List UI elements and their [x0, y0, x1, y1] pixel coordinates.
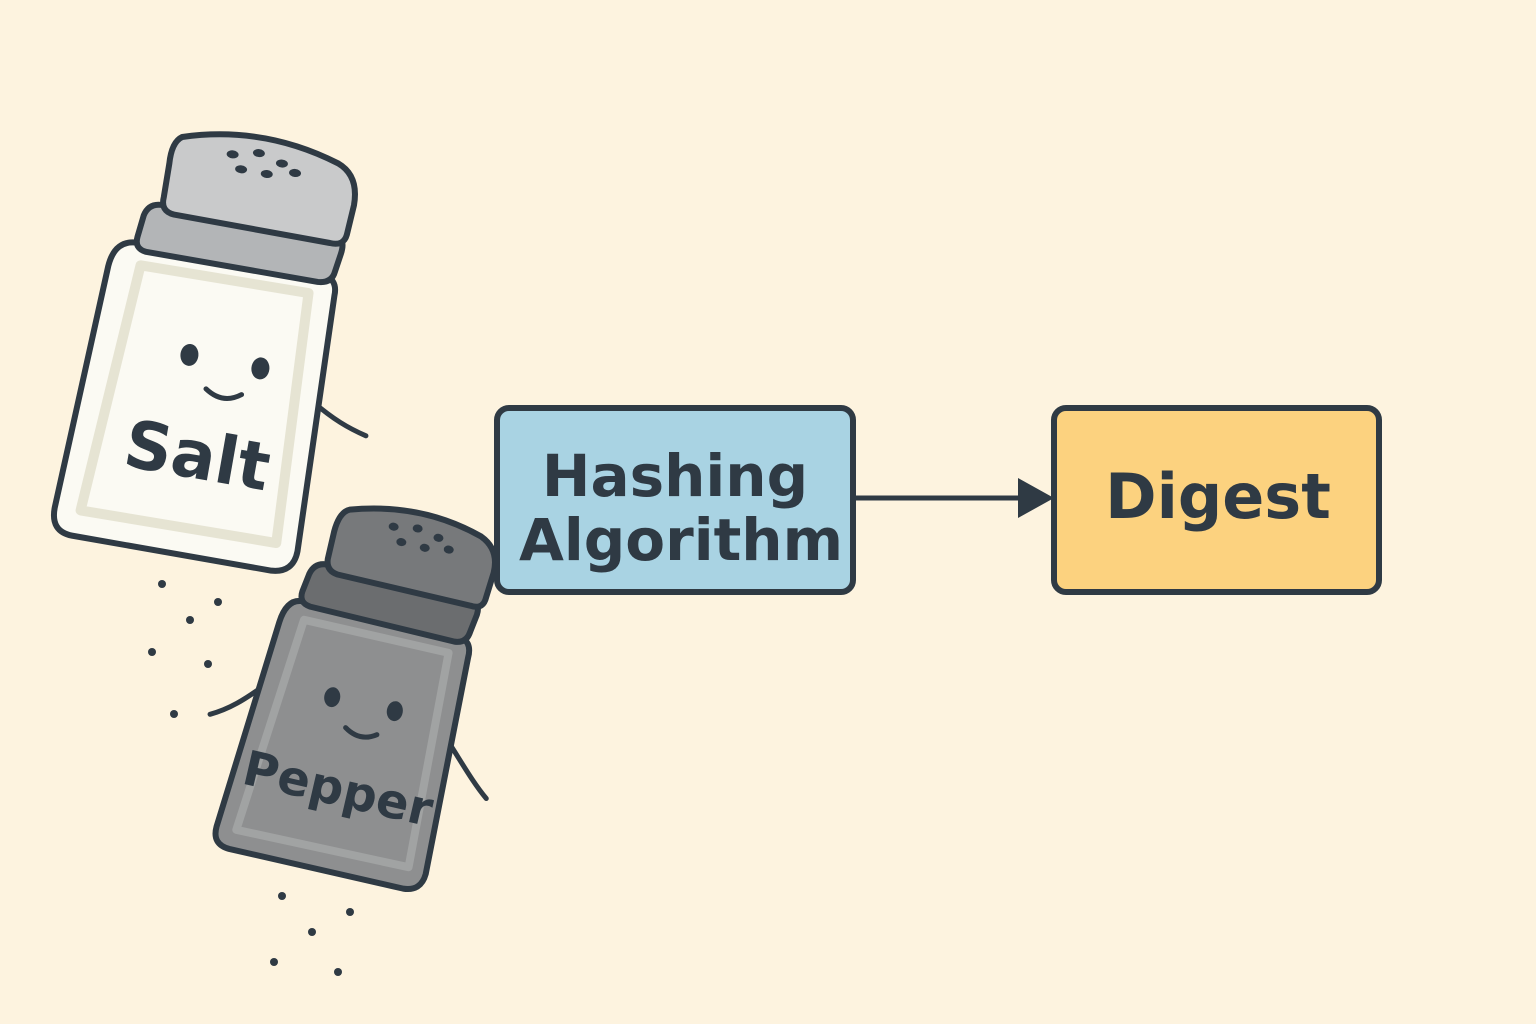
salt-face — [180, 343, 270, 401]
pepper-lid-top — [324, 505, 499, 610]
digest-node: Digest — [1051, 405, 1382, 595]
pepper-body — [212, 597, 473, 893]
digest-label: Digest — [1105, 460, 1331, 533]
pepper-grains — [270, 892, 354, 976]
salt-body-shade — [75, 260, 314, 549]
salt-shaker-icon: Salt — [51, 131, 369, 574]
hashing-algorithm-box — [494, 405, 856, 595]
pepper-body-shade — [232, 615, 453, 872]
salt-lid-holes — [226, 149, 302, 179]
pepper-lid-holes — [388, 522, 454, 554]
flow-arrow-icon — [856, 478, 1054, 518]
hashing-algorithm-node: Hashing Algorithm — [494, 405, 856, 595]
pepper-shaker-icon: Pepper — [207, 505, 499, 893]
digest-box — [1051, 405, 1382, 595]
salt-grains — [148, 580, 222, 718]
hashing-algorithm-label-line1: Hashing — [542, 442, 808, 510]
salt-lid-top — [160, 131, 358, 247]
pepper-face — [324, 687, 403, 740]
hashing-algorithm-label-line2: Algorithm — [519, 506, 843, 574]
